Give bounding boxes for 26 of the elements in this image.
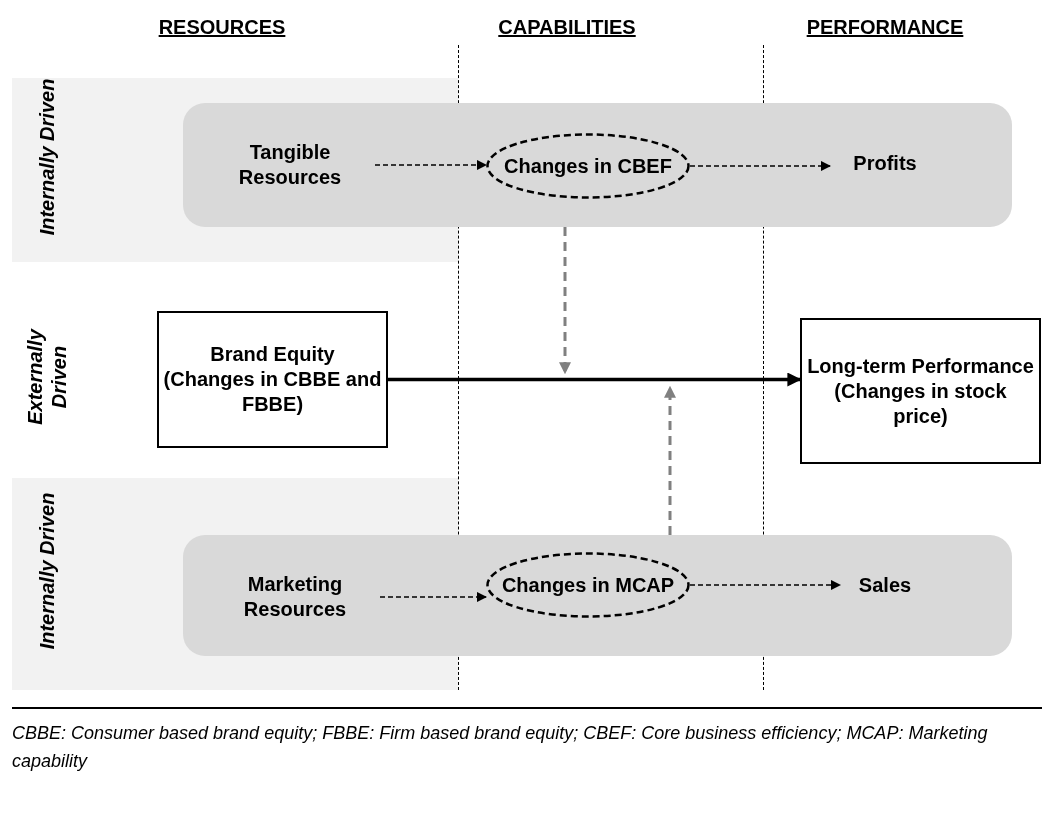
node-label: Sales — [858, 572, 912, 598]
row-label: Externally Driven — [23, 327, 71, 427]
node-label: Changes in MCAP — [501, 572, 675, 598]
arrow — [664, 385, 676, 535]
arrow — [689, 160, 832, 172]
node-label: Tangible Resources — [237, 140, 343, 190]
process-box — [800, 318, 1041, 464]
arrow — [388, 372, 802, 387]
row-label: Internally Driven — [35, 491, 59, 651]
node-label: Profits — [853, 150, 917, 176]
node-label: Changes in CBEF — [504, 153, 672, 179]
rounded-panel — [183, 535, 1012, 656]
arrow — [689, 579, 842, 591]
caption: CBBE: Consumer based brand equity; FBBE: Firm based brand equity; CBEF: Core business efficiency; MCAP: Marketing capability — [12, 722, 989, 773]
arrow — [374, 159, 488, 171]
column-heading: CAPABILITIES — [498, 16, 636, 39]
arrow — [379, 591, 488, 603]
node-label: Long-term Performance (Changes in stock price) — [806, 353, 1035, 429]
rounded-panel — [183, 103, 1012, 227]
column-heading: RESOURCES — [158, 16, 286, 39]
arrow — [559, 227, 571, 375]
row-label: Internally Driven — [35, 77, 59, 237]
process-box — [157, 311, 388, 448]
node-label: Marketing Resources — [242, 572, 348, 622]
column-heading: PERFORMANCE — [806, 16, 964, 39]
node-label: Brand Equity (Changes in CBBE and FBBE) — [163, 342, 382, 417]
